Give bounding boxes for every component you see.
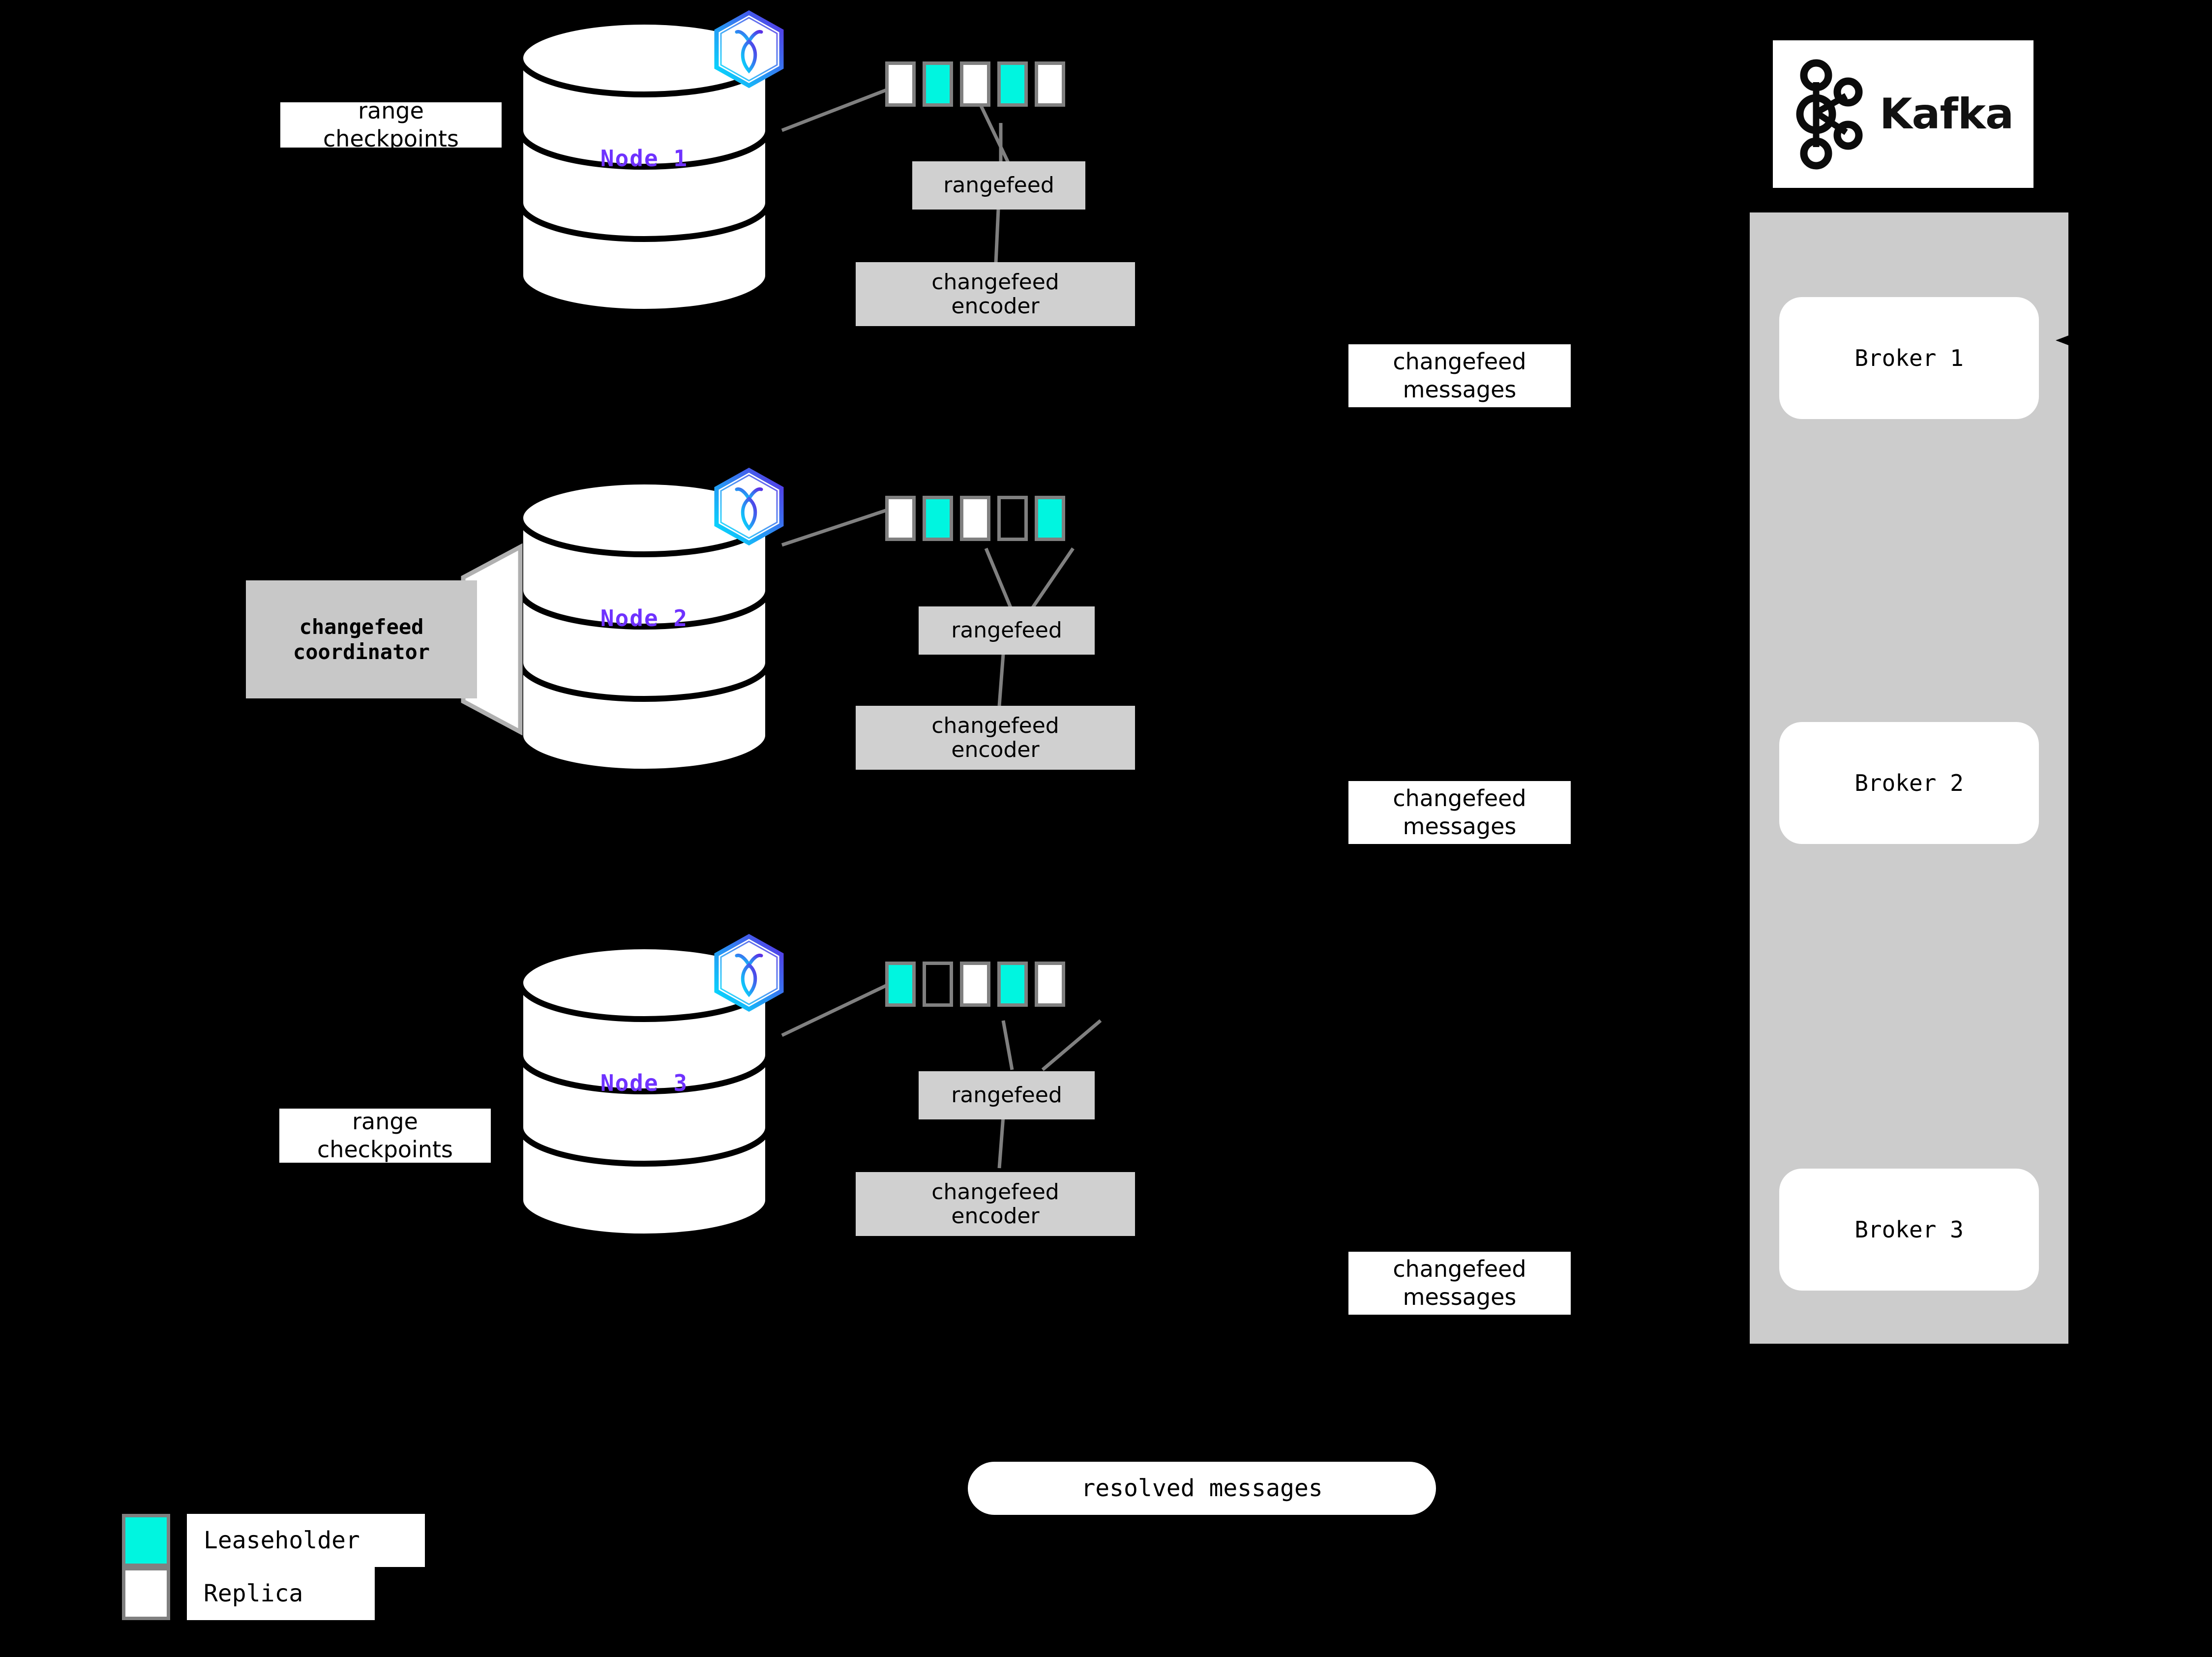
- range-box[interactable]: [960, 496, 990, 541]
- changefeed-encoder-box-node-3[interactable]: changefeed encoder: [856, 1172, 1135, 1236]
- message-line-1: changefeed: [1393, 348, 1526, 375]
- encoder-line-2: encoder: [951, 737, 1040, 762]
- resolved-messages-pill[interactable]: resolved messages: [968, 1462, 1436, 1515]
- node-cylinder-2: Node 2: [516, 479, 772, 775]
- message-line-2: messages: [1403, 376, 1517, 403]
- changefeed-messages-label-2: changefeed messages: [1348, 781, 1571, 844]
- range-row-node-2: [885, 496, 1065, 541]
- range-box[interactable]: [923, 962, 953, 1007]
- cockroachdb-logo-icon: [712, 467, 786, 546]
- changefeed-encoder-box-node-1[interactable]: changefeed encoder: [856, 262, 1135, 326]
- legend-label-leaseholder: Leaseholder: [187, 1514, 425, 1567]
- coordinator-line-1: changefeed: [299, 614, 424, 639]
- message-line-1: changefeed: [1393, 1255, 1526, 1282]
- encoder-line-1: changefeed: [931, 713, 1059, 738]
- range-box[interactable]: [997, 962, 1028, 1007]
- range-box[interactable]: [885, 496, 916, 541]
- kafka-inbound-arrow-icon: [2056, 330, 2084, 351]
- changefeed-encoder-box-node-2[interactable]: changefeed encoder: [856, 706, 1135, 770]
- range-box[interactable]: [923, 496, 953, 541]
- message-line-2: messages: [1403, 1284, 1517, 1310]
- kafka-node-graph-icon: [1796, 59, 1863, 170]
- rangefeed-box-node-2[interactable]: rangefeed: [919, 606, 1095, 655]
- changefeed-messages-label-1: changefeed messages: [1348, 344, 1571, 407]
- legend-swatch-replica: [122, 1567, 170, 1620]
- range-box[interactable]: [1035, 61, 1065, 107]
- encoder-line-1: changefeed: [931, 269, 1059, 295]
- node-label: Node 3: [600, 1070, 688, 1096]
- kafka-logo: Kafka: [1773, 40, 2033, 188]
- range-box[interactable]: [885, 962, 916, 1007]
- broker-item[interactable]: Broker 2: [1779, 722, 2039, 844]
- rangefeed-box-node-3[interactable]: rangefeed: [919, 1071, 1095, 1119]
- checkpoint-line-1: range: [358, 97, 424, 124]
- range-box[interactable]: [960, 962, 990, 1007]
- encoder-line-2: encoder: [951, 294, 1040, 319]
- range-box[interactable]: [1035, 496, 1065, 541]
- encoder-line-1: changefeed: [931, 1179, 1059, 1205]
- checkpoint-line-1: range: [352, 1108, 418, 1135]
- range-box[interactable]: [923, 61, 953, 107]
- broker-item[interactable]: Broker 3: [1779, 1169, 2039, 1291]
- range-box[interactable]: [1035, 962, 1065, 1007]
- checkpoint-line-2: checkpoints: [323, 125, 459, 152]
- node-label: Node 2: [600, 605, 688, 632]
- range-box[interactable]: [997, 61, 1028, 107]
- message-line-2: messages: [1403, 813, 1517, 840]
- node-cylinder-1: Node 1: [516, 19, 772, 315]
- checkpoint-line-2: checkpoints: [317, 1136, 453, 1163]
- cockroachdb-logo-icon: [712, 10, 786, 89]
- node-label: Node 1: [600, 145, 688, 172]
- broker-item[interactable]: Broker 1: [1779, 297, 2039, 419]
- range-checkpoints-label-node-1: range checkpoints: [280, 97, 502, 152]
- changefeed-messages-label-3: changefeed messages: [1348, 1252, 1571, 1315]
- rangefeed-box-node-1[interactable]: rangefeed: [912, 161, 1085, 210]
- range-box[interactable]: [885, 61, 916, 107]
- encoder-line-2: encoder: [951, 1204, 1040, 1229]
- changefeed-coordinator-box[interactable]: changefeed coordinator: [246, 580, 477, 698]
- range-row-node-3: [885, 962, 1065, 1007]
- kafka-wordmark: Kafka: [1879, 90, 2014, 139]
- range-row-node-1: [885, 61, 1065, 107]
- legend-label-replica: Replica: [187, 1567, 375, 1620]
- range-box[interactable]: [960, 61, 990, 107]
- cockroachdb-logo-icon: [712, 934, 786, 1012]
- coordinator-line-2: coordinator: [293, 640, 430, 664]
- legend-swatch-leaseholder: [122, 1514, 170, 1567]
- range-checkpoints-label-node-3: range checkpoints: [279, 1108, 491, 1163]
- range-box[interactable]: [997, 496, 1028, 541]
- node-cylinder-3: Node 3: [516, 943, 772, 1239]
- message-line-1: changefeed: [1393, 784, 1526, 812]
- kafka-broker-panel: Broker 1 Broker 2 Broker 3: [1750, 212, 2068, 1344]
